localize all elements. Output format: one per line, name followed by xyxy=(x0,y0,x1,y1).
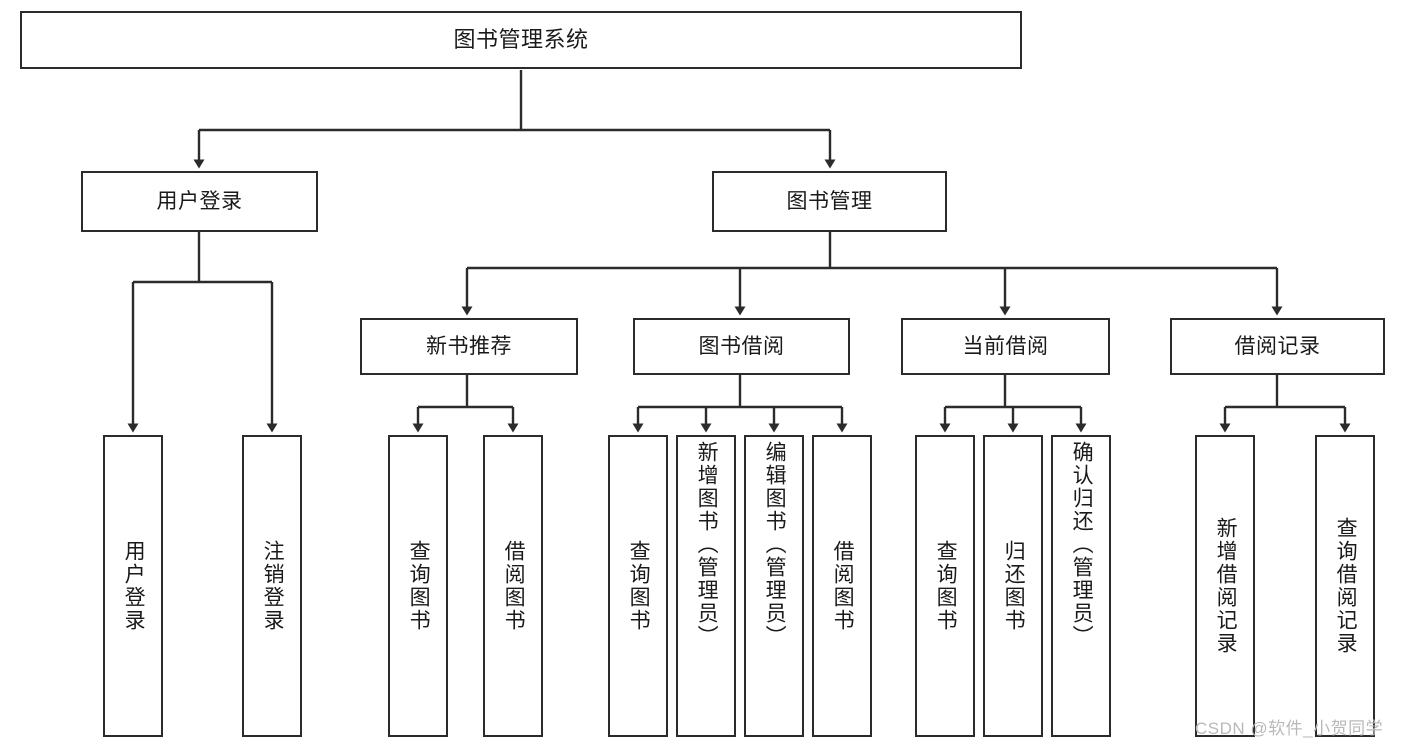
node-label: 当前借阅 xyxy=(962,334,1049,358)
node-book-borrow[interactable]: 图书借阅 xyxy=(633,318,850,375)
leaf-query-book-current[interactable]: 查询图书 xyxy=(915,435,975,737)
node-label: 编辑图书（管理员） xyxy=(763,441,787,648)
node-label: 归还图书 xyxy=(1002,540,1026,632)
node-root-system[interactable]: 图书管理系统 xyxy=(20,11,1022,69)
node-label: 注销登录 xyxy=(261,540,285,632)
leaf-query-book-recommend[interactable]: 查询图书 xyxy=(388,435,448,737)
node-label: 新书推荐 xyxy=(426,334,512,358)
leaf-add-borrow-record[interactable]: 新增借阅记录 xyxy=(1195,435,1255,737)
node-user-login[interactable]: 用户登录 xyxy=(81,171,318,232)
node-label: 图书管理系统 xyxy=(453,26,589,52)
node-label: 借阅记录 xyxy=(1234,334,1321,358)
node-label: 图书借阅 xyxy=(698,334,785,358)
node-borrow-record[interactable]: 借阅记录 xyxy=(1170,318,1385,375)
leaf-confirm-return-admin[interactable]: 确认归还（管理员） xyxy=(1051,435,1111,737)
watermark: CSDN @软件_小贺同学 xyxy=(1195,719,1384,738)
leaf-user-logout[interactable]: 注销登录 xyxy=(242,435,302,737)
node-label: 查询图书 xyxy=(934,540,958,632)
leaf-edit-book-admin[interactable]: 编辑图书（管理员） xyxy=(744,435,804,737)
node-label: 新增图书（管理员） xyxy=(695,441,719,648)
leaf-borrow-book[interactable]: 借阅图书 xyxy=(812,435,872,737)
node-book-management[interactable]: 图书管理 xyxy=(712,171,947,232)
node-new-book-recommend[interactable]: 新书推荐 xyxy=(360,318,578,375)
leaf-query-book-borrow[interactable]: 查询图书 xyxy=(608,435,668,737)
node-label: 确认归还（管理员） xyxy=(1070,441,1094,648)
node-label: 借阅图书 xyxy=(831,540,855,632)
leaf-return-book[interactable]: 归还图书 xyxy=(983,435,1043,737)
node-label: 查询图书 xyxy=(627,540,651,632)
node-label: 新增借阅记录 xyxy=(1214,517,1238,655)
leaf-user-login[interactable]: 用户登录 xyxy=(103,435,163,737)
node-label: 查询借阅记录 xyxy=(1334,517,1358,655)
node-label: 用户登录 xyxy=(156,189,243,213)
node-current-borrow[interactable]: 当前借阅 xyxy=(901,318,1110,375)
node-label: 用户登录 xyxy=(122,540,146,632)
leaf-add-book-admin[interactable]: 新增图书（管理员） xyxy=(676,435,736,737)
node-label: 查询图书 xyxy=(407,540,431,632)
leaf-query-borrow-record[interactable]: 查询借阅记录 xyxy=(1315,435,1375,737)
node-label: 图书管理 xyxy=(786,189,873,213)
leaf-borrow-book-recommend[interactable]: 借阅图书 xyxy=(483,435,543,737)
node-label: 借阅图书 xyxy=(502,540,526,632)
